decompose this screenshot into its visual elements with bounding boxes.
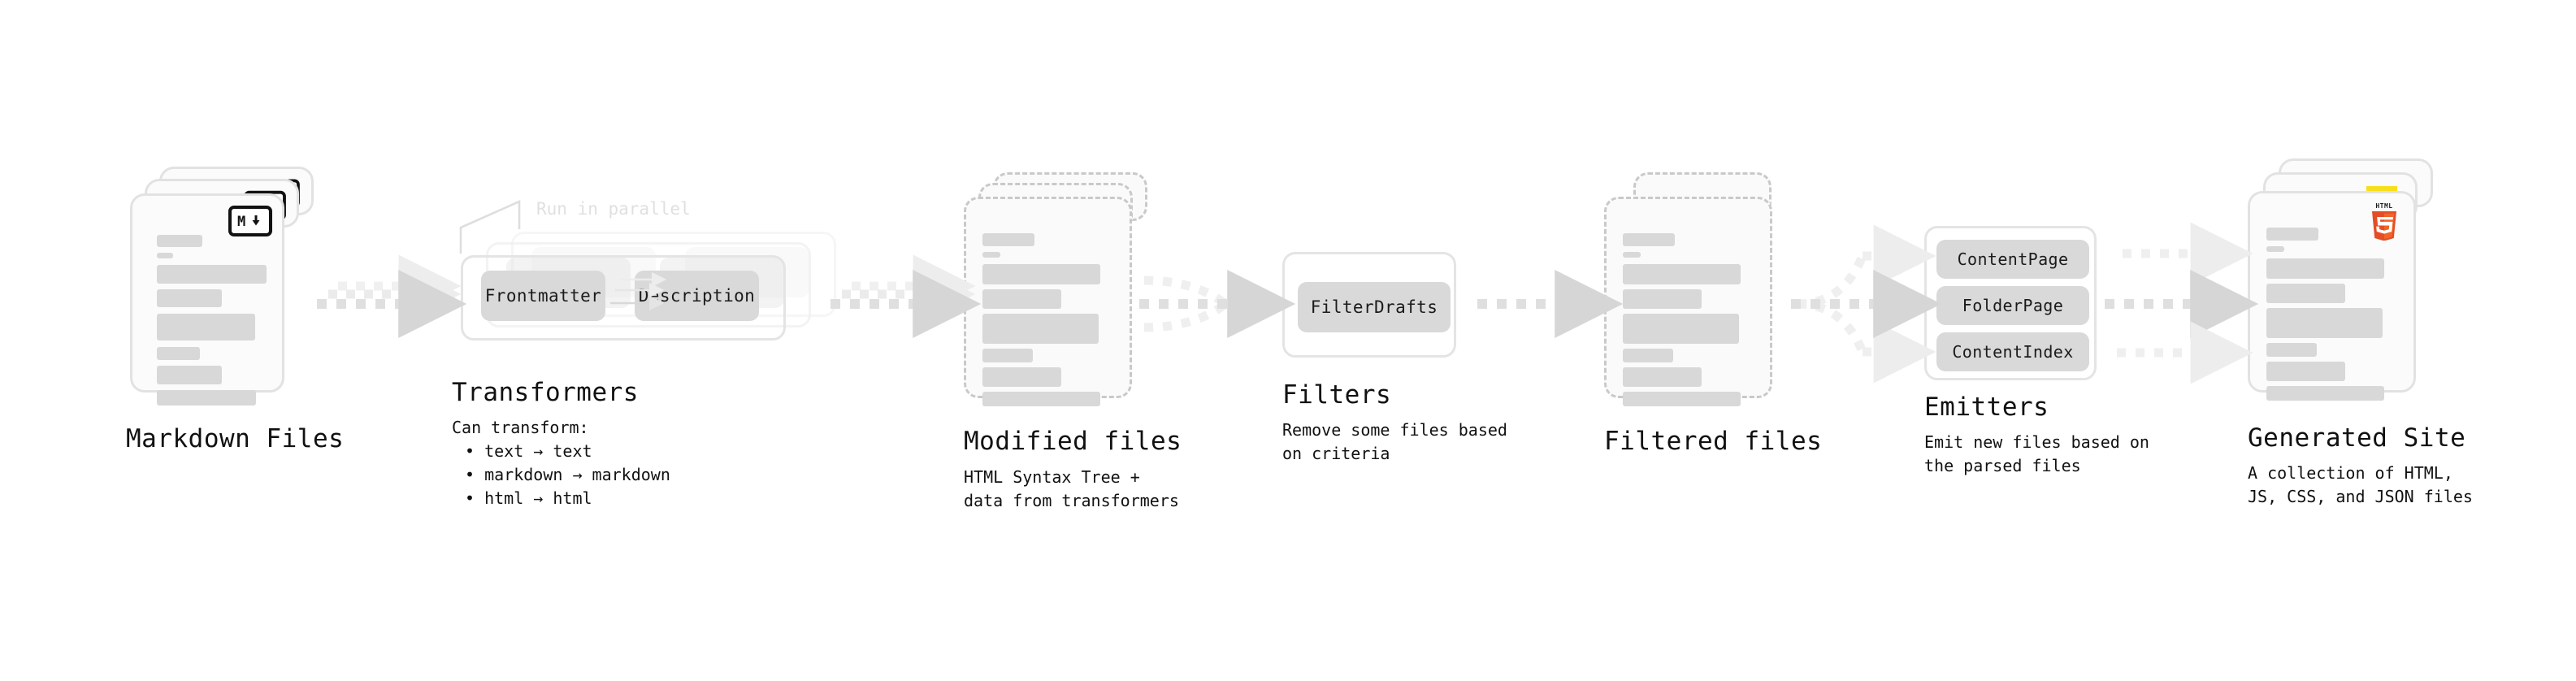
run-in-parallel-note: Run in parallel bbox=[536, 199, 691, 219]
modified-files-stack bbox=[964, 172, 1151, 424]
skeleton-bar bbox=[982, 289, 1061, 309]
html5-glyph: HTML bbox=[2372, 202, 2396, 241]
stage-title-filtered-files: Filtered files bbox=[1604, 427, 1823, 456]
skeleton-bar bbox=[982, 252, 1000, 258]
html5-icon: HTML bbox=[2368, 200, 2400, 241]
skeleton-bar bbox=[2266, 343, 2317, 357]
skeleton-bar bbox=[1623, 392, 1741, 406]
emitters-description: Emit new files based on the parsed files bbox=[1924, 432, 2149, 475]
skeleton-bar bbox=[1623, 314, 1739, 344]
markdown-glyph: M bbox=[237, 214, 260, 228]
markdown-file-card-front: M bbox=[130, 193, 284, 406]
skeleton-bar bbox=[2266, 284, 2345, 303]
emitter-pill-contentindex[interactable]: ContentIndex bbox=[1936, 332, 2089, 371]
skeleton-bar bbox=[1623, 264, 1741, 284]
skeleton-bar bbox=[1623, 349, 1673, 362]
transformers-group: Frontmatter Description bbox=[452, 195, 858, 366]
skeleton-bar bbox=[157, 390, 256, 406]
connector-modified-to-filters bbox=[1139, 270, 1296, 338]
transformers-bullet-0: • text → text bbox=[465, 441, 592, 461]
skeleton-bar bbox=[982, 392, 1100, 406]
skeleton-bar bbox=[1623, 233, 1675, 246]
skeleton-bar bbox=[1623, 289, 1702, 309]
skeleton-bar bbox=[157, 289, 222, 307]
modified-file-card-front bbox=[964, 197, 1132, 406]
skeleton-bar bbox=[982, 314, 1099, 344]
modified-files-description: HTML Syntax Tree + data from transformer… bbox=[964, 467, 1179, 510]
skeleton-bar bbox=[2266, 228, 2318, 241]
skeleton-bar bbox=[2266, 386, 2384, 401]
skeleton-bar bbox=[157, 314, 255, 340]
filters-box: FilterDrafts bbox=[1282, 252, 1456, 358]
filter-pill-filterdrafts[interactable]: FilterDrafts bbox=[1298, 282, 1451, 332]
skeleton-bar bbox=[982, 367, 1061, 387]
filtered-files-stack bbox=[1604, 172, 1791, 424]
skeleton-bar bbox=[1623, 252, 1641, 258]
skeleton-bar bbox=[2266, 308, 2383, 338]
emitters-box: ContentPage FolderPage ContentIndex bbox=[1924, 226, 2097, 380]
skeleton-bar bbox=[2266, 258, 2384, 279]
generated-site-stack: CSS HTML bbox=[2248, 158, 2451, 419]
filtered-file-card-front bbox=[1604, 197, 1772, 406]
emitter-pill-folderpage[interactable]: FolderPage bbox=[1936, 286, 2089, 325]
stage-title-emitters: Emitters bbox=[1924, 393, 2049, 422]
skeleton-bar bbox=[1623, 367, 1702, 387]
generated-file-card-html: HTML bbox=[2248, 191, 2416, 401]
skeleton-bar bbox=[982, 264, 1100, 284]
stage-title-modified-files: Modified files bbox=[964, 427, 1182, 456]
skeleton-bar bbox=[2266, 246, 2284, 252]
skeleton-bar bbox=[982, 349, 1033, 362]
markdown-icon: M bbox=[228, 206, 272, 236]
skeleton-bar bbox=[157, 265, 267, 284]
stage-title-transformers: Transformers bbox=[452, 378, 639, 407]
transformer-pill-description[interactable]: Description bbox=[635, 271, 759, 321]
emitter-pill-contentpage[interactable]: ContentPage bbox=[1936, 240, 2089, 279]
stage-title-filters: Filters bbox=[1282, 380, 1392, 410]
skeleton-bar bbox=[157, 347, 200, 360]
transformers-bullet-1: • markdown → markdown bbox=[465, 465, 670, 484]
filters-description: Remove some files based on criteria bbox=[1282, 420, 1507, 463]
transformers-description: Can transform: bbox=[452, 418, 589, 437]
skeleton-bar bbox=[157, 366, 222, 384]
svg-text:HTML: HTML bbox=[2375, 202, 2392, 210]
transformers-bullet-2: • html → html bbox=[465, 488, 592, 508]
skeleton-bar bbox=[157, 235, 202, 247]
connector-filtered-to-emitters bbox=[1791, 224, 1942, 384]
skeleton-bar bbox=[2266, 362, 2345, 381]
connector-emitters-to-site bbox=[2105, 222, 2259, 384]
generated-site-description: A collection of HTML, JS, CSS, and JSON … bbox=[2248, 463, 2473, 506]
transformer-pill-frontmatter[interactable]: Frontmatter bbox=[481, 271, 605, 321]
svg-text:M: M bbox=[237, 214, 245, 228]
skeleton-bar bbox=[157, 253, 173, 258]
connector-markdown-to-transformers bbox=[317, 254, 467, 338]
markdown-files-stack: M M M bbox=[130, 167, 317, 419]
stage-title-generated-site: Generated Site bbox=[2248, 423, 2466, 453]
skeleton-bar bbox=[982, 233, 1034, 246]
transformers-box: Frontmatter Description bbox=[461, 255, 786, 340]
stage-title-markdown-files: Markdown Files bbox=[126, 424, 345, 453]
